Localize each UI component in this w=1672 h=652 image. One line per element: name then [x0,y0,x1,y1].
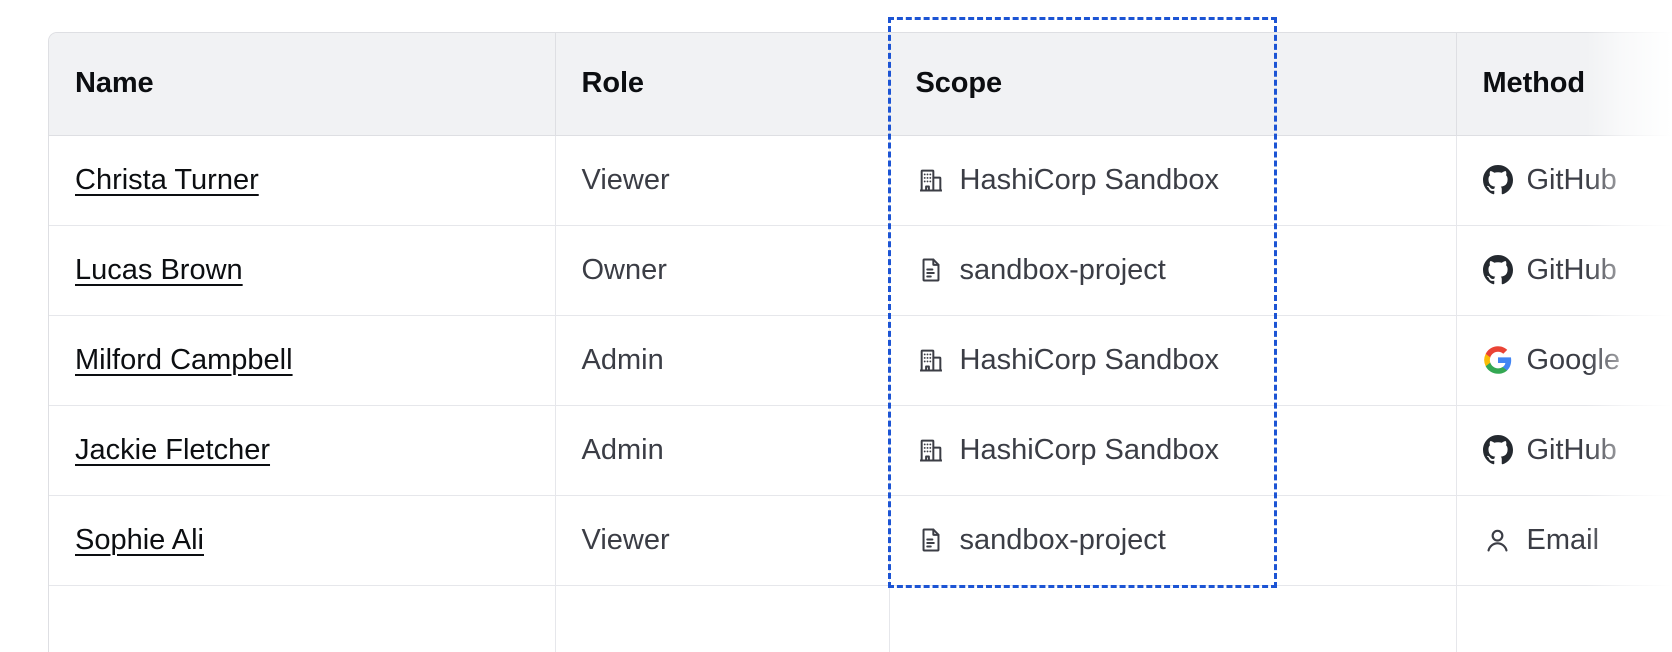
organization-building-icon [916,435,946,465]
cell-method: GitHub [1456,405,1672,496]
github-icon [1482,255,1513,285]
scope-value-group: HashiCorp Sandbox [916,435,1456,465]
role-value: Owner [581,253,667,286]
method-label: Email [1526,523,1600,556]
cell-role: Admin [555,315,890,406]
cell-name: Milford Campbell [49,315,556,406]
table-row[interactable]: Sophie Ali Viewer sandbox-project Email [49,495,1672,586]
cell-name: Sophie Ali [49,495,556,586]
member-name-link[interactable]: Christa Turner [75,163,259,196]
method-value-group: Google [1483,345,1672,375]
member-name-link[interactable]: Jackie Fletcher [75,433,271,466]
table-row[interactable]: Christa Turner Viewer HashiCorp Sandbox Git… [49,135,1672,226]
table-row[interactable]: Jackie Fletcher Admin HashiCorp Sandbox Git… [49,405,1672,496]
cell-method [1456,585,1672,652]
cell-scope: HashiCorp Sandbox [889,135,1457,226]
cell-name: Christa Turner [49,135,556,226]
cell-role: Viewer [555,495,890,586]
cell-role [555,585,890,652]
scope-label: HashiCorp Sandbox [959,433,1220,466]
method-label: GitHub [1526,433,1617,466]
role-value: Admin [581,433,664,466]
cell-method: GitHub [1456,135,1672,226]
cell-name: Lucas Brown [49,225,556,316]
cell-role: Viewer [555,135,890,226]
member-name-link[interactable]: Sophie Ali [75,523,204,556]
cell-scope: sandbox-project [889,225,1457,316]
member-name-link[interactable]: Milford Campbell [75,343,293,376]
scope-value-group: sandbox-project [916,525,1456,555]
cell-scope [889,585,1457,652]
method-value-group: GitHub [1482,253,1672,286]
project-document-icon [916,255,946,285]
table-header: Name Role Scope Method [49,33,1672,136]
scope-value-group: HashiCorp Sandbox [916,165,1456,195]
method-value-group: GitHub [1482,433,1672,466]
user-person-icon [1483,525,1513,555]
scope-label: sandbox-project [959,253,1166,286]
cell-scope: sandbox-project [889,495,1457,586]
cell-role: Owner [555,225,890,316]
cell-scope: HashiCorp Sandbox [889,405,1457,496]
project-document-icon [916,525,946,555]
scope-value-group: sandbox-project [916,255,1456,285]
cell-name: Jackie Fletcher [49,405,556,496]
method-label: GitHub [1526,163,1617,196]
column-header-method[interactable]: Method [1456,33,1672,136]
scope-label: HashiCorp Sandbox [959,163,1220,196]
role-value: Viewer [581,163,670,196]
google-icon [1483,345,1513,375]
organization-building-icon [916,165,946,195]
table-row[interactable]: Milford Campbell Admin HashiCorp Sandbox Go… [49,315,1672,406]
cell-name [49,585,556,652]
github-icon [1482,165,1513,195]
column-header-role[interactable]: Role [555,33,890,136]
method-label: GitHub [1526,253,1617,286]
scope-label: HashiCorp Sandbox [959,343,1220,376]
github-icon [1482,435,1513,465]
method-value-group: GitHub [1482,163,1672,196]
table-header-row: Name Role Scope Method [49,33,1672,136]
scope-value-group: HashiCorp Sandbox [916,345,1456,375]
scope-label: sandbox-project [959,523,1166,556]
role-value: Admin [581,343,664,376]
cell-scope: HashiCorp Sandbox [889,315,1457,406]
cell-method: Google [1456,315,1672,406]
column-header-scope[interactable]: Scope [889,33,1457,136]
method-value-group: Email [1483,525,1672,555]
cell-method: Email [1456,495,1672,586]
organization-building-icon [916,345,946,375]
cell-role: Admin [555,405,890,496]
cell-method: GitHub [1456,225,1672,316]
column-header-name[interactable]: Name [49,33,556,136]
table-row[interactable]: Lucas Brown Owner sandbox-project GitHub [49,225,1672,316]
member-name-link[interactable]: Lucas Brown [75,253,243,286]
method-label: Google [1526,343,1621,376]
table-row[interactable] [49,585,1672,652]
role-value: Viewer [581,523,670,556]
